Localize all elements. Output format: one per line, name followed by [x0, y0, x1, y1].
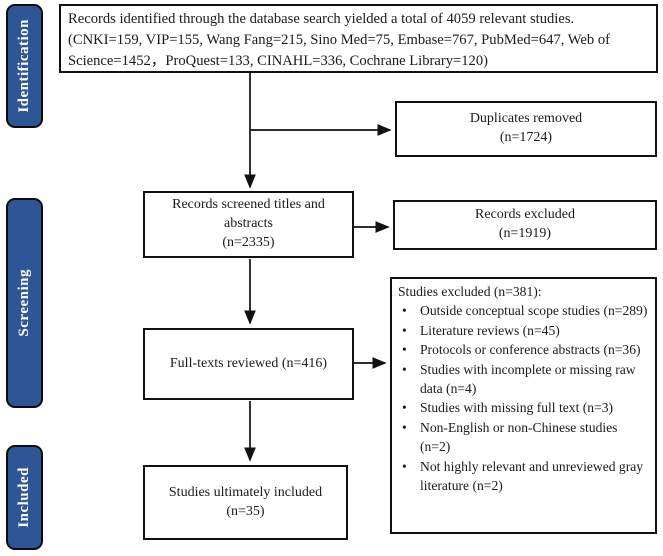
exclusion-item-gray-literature: Not highly relevant and unreviewed gray … — [398, 457, 650, 496]
records-screened-label: Records screened titles and abstracts — [172, 197, 325, 232]
exclusion-item-protocols: Protocols or conference abstracts (n=36) — [398, 340, 650, 360]
stage-label-screening: Screening — [16, 269, 32, 337]
studies-included-label: Studies ultimately included — [168, 484, 323, 500]
stage-tab-screening: Screening — [6, 198, 43, 408]
records-identified-box: Records identified through the database … — [59, 4, 658, 73]
studies-excluded-box: Studies excluded (n=381): Outside concep… — [390, 277, 657, 534]
studies-excluded-title: Studies excluded (n=381): — [398, 284, 542, 299]
exclusion-item-scope: Outside conceptual scope studies (n=289) — [398, 301, 650, 321]
records-excluded-label: Records excluded — [475, 207, 575, 223]
records-excluded-count: (n=1919) — [498, 226, 552, 241]
exclusion-item-missing-fulltext: Studies with missing full text (n=3) — [398, 398, 650, 418]
duplicates-removed-label: Duplicates removed — [469, 111, 583, 127]
fulltext-reviewed-box: Full-texts reviewed (n=416) — [143, 328, 354, 400]
fulltext-reviewed-label: Full-texts reviewed (n=416) — [169, 355, 328, 371]
exclusion-item-missing-data: Studies with incomplete or missing raw d… — [398, 360, 650, 399]
stage-label-included: Included — [16, 467, 32, 528]
exclusion-item-language: Non-English or non-Chinese studies (n=2) — [398, 418, 650, 457]
stage-label-identification: Identification — [16, 19, 32, 113]
duplicates-removed-box: Duplicates removed (n=1724) — [395, 101, 657, 157]
studies-excluded-list: Outside conceptual scope studies (n=289)… — [398, 301, 650, 495]
records-screened-count: (n=2335) — [222, 234, 275, 250]
studies-included-box: Studies ultimately included (n=35) — [143, 465, 348, 540]
records-screened-box: Records screened titles and abstracts (n… — [143, 191, 354, 258]
exclusion-item-reviews: Literature reviews (n=45) — [398, 321, 650, 341]
stage-tab-identification: Identification — [6, 4, 43, 128]
duplicates-removed-count: (n=1724) — [499, 130, 553, 145]
stage-tab-included: Included — [6, 445, 43, 550]
records-identified-text: Records identified through the database … — [68, 11, 610, 69]
records-excluded-box: Records excluded (n=1919) — [393, 200, 657, 250]
studies-included-count: (n=35) — [226, 503, 265, 519]
